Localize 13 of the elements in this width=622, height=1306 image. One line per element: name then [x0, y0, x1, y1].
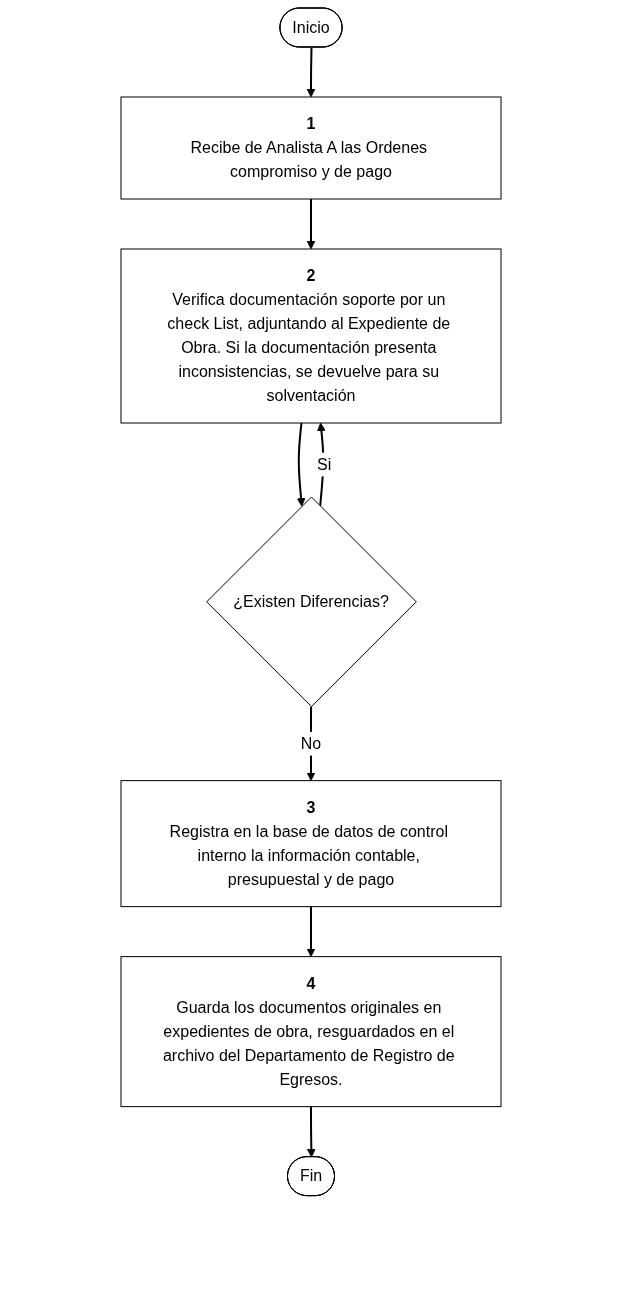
- node-box: 2 Verifica documentación soporte por un check List, adjuntando al Expediente de Obra. Si la documentación presenta inconsistencias, se devuelve para su solventación: [120, 248, 502, 424]
- arrow: [306, 905, 316, 958]
- arrow: [306, 1105, 316, 1158]
- arrow: [306, 46, 316, 98]
- node-diamond: ¿Existen Diferencias?: [206, 496, 417, 708]
- node-box: 4 Guarda los documentos originales en expedientes de obra, resguardados en el archivo del Departamento de Registro de Egresos.: [120, 956, 502, 1108]
- node-box: 3 Registra en la base de datos de control interno la información contable, presupuestal y de pago: [120, 780, 502, 908]
- arrow: [306, 198, 316, 250]
- node-box: 1 Recibe de Analista A las Ordenes compromiso y de pago: [120, 96, 502, 200]
- edge-label: Si: [317, 455, 332, 473]
- edge-label: No: [300, 734, 322, 752]
- arrow: [306, 705, 316, 782]
- arrow: [296, 422, 306, 507]
